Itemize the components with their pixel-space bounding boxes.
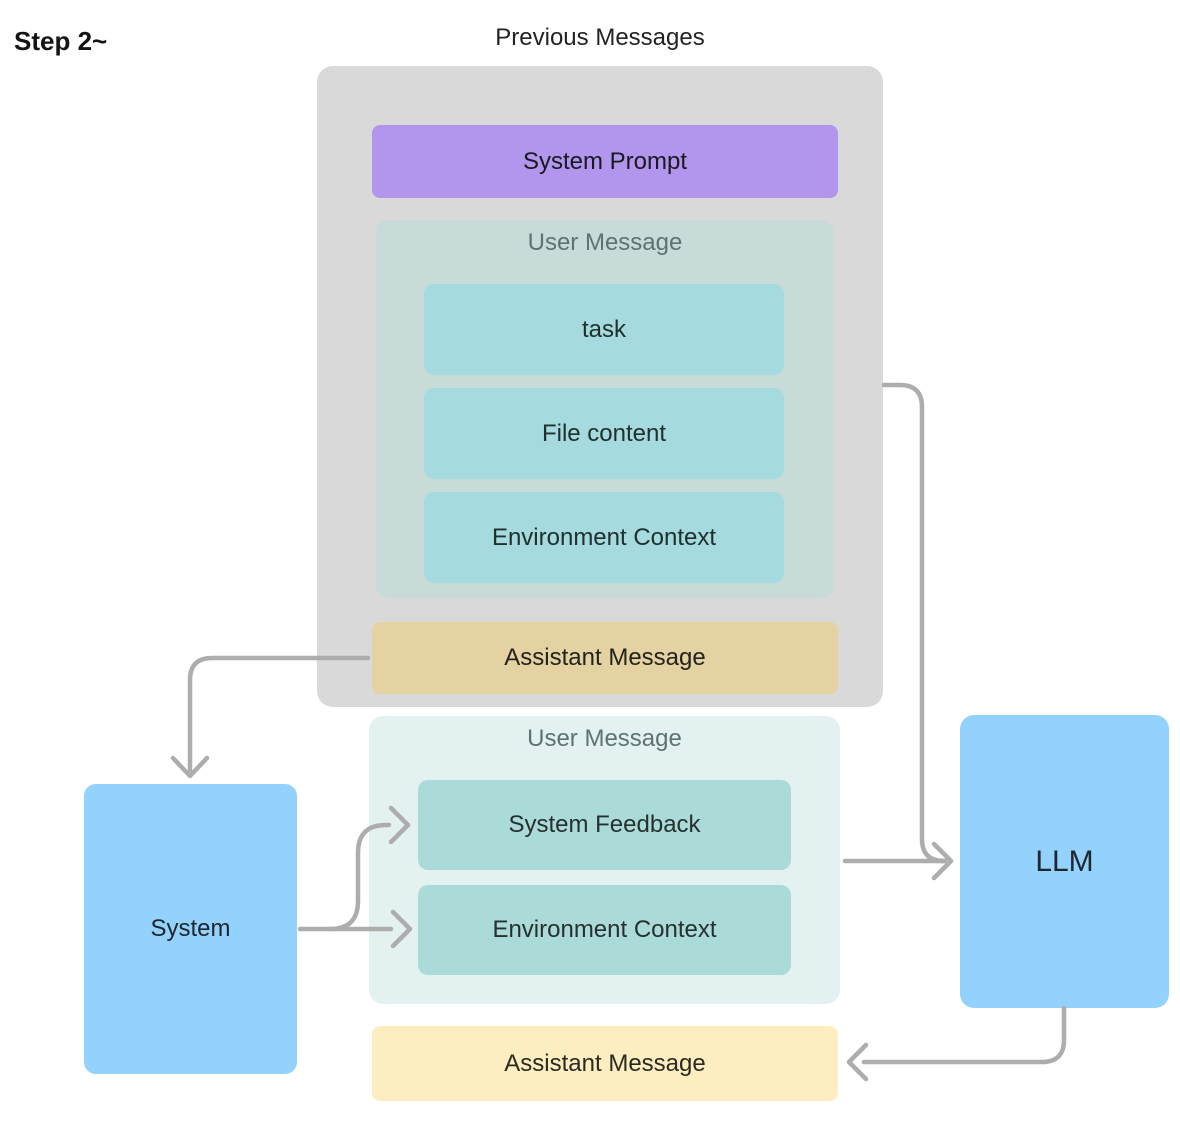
- previous-user-message-header: User Message: [527, 229, 683, 256]
- system-prompt-box: System Prompt: [372, 125, 838, 198]
- current-assistant-message-box: Assistant Message: [372, 1026, 838, 1101]
- previous-messages-title: Previous Messages: [495, 24, 705, 51]
- system-feedback-box: System Feedback: [418, 780, 791, 870]
- current-user-message-header: User Message: [527, 725, 682, 752]
- arrow-previous-messages-to-llm: [881, 382, 954, 881]
- arrow-llm-to-assistant-message: [846, 1005, 1067, 1082]
- file-content-box: File content: [424, 388, 784, 479]
- previous-assistant-message-box: Assistant Message: [372, 622, 838, 694]
- step-label: Step 2~: [14, 26, 108, 56]
- system-node: System: [84, 784, 297, 1074]
- environment-context-box-current: Environment Context: [418, 885, 791, 975]
- environment-context-box-previous: Environment Context: [424, 492, 784, 583]
- llm-node: LLM: [960, 715, 1169, 1008]
- task-box: task: [424, 284, 784, 375]
